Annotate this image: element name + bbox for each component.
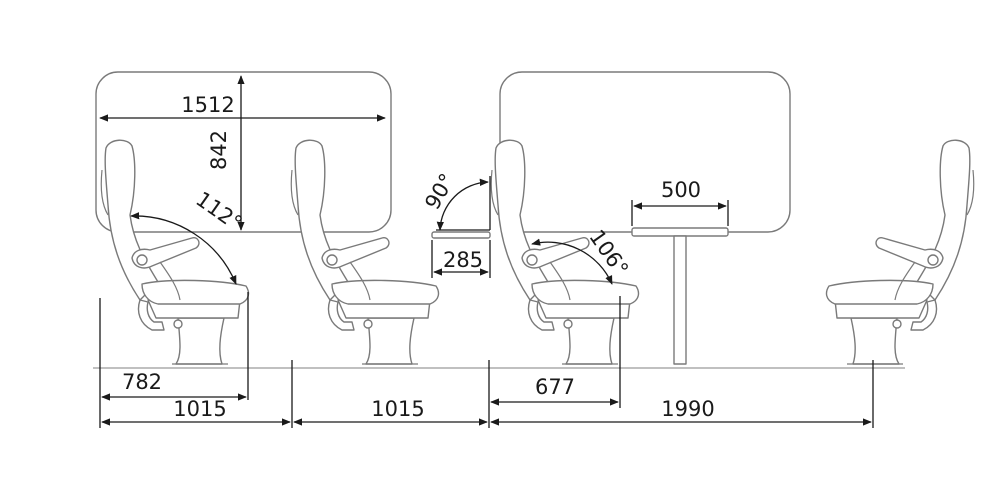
- right-window: [499, 71, 791, 233]
- angle-90-label: 90°: [420, 169, 459, 213]
- angle-106-arc: [531, 238, 613, 285]
- dim-1015-second-label: 1015: [371, 397, 424, 421]
- dim-677-label: 677: [535, 375, 575, 399]
- tray: [431, 231, 491, 239]
- dim-500-label: 500: [661, 178, 701, 202]
- seat-facing-left: [825, 139, 975, 365]
- left-window: [95, 71, 392, 233]
- dim-1512-label: 1512: [181, 93, 234, 117]
- dim-1990-label: 1990: [661, 397, 714, 421]
- dim-842-label: 842: [207, 130, 231, 170]
- angle-90-arc: [436, 178, 489, 231]
- dim-782-label: 782: [122, 370, 162, 394]
- angle-112-arc: [130, 212, 237, 285]
- dim-285-label: 285: [443, 248, 483, 272]
- table: [631, 227, 729, 365]
- dim-1015-first-label: 1015: [173, 397, 226, 421]
- extension-lines: [99, 292, 874, 428]
- angle-106-label: 106°: [584, 225, 633, 280]
